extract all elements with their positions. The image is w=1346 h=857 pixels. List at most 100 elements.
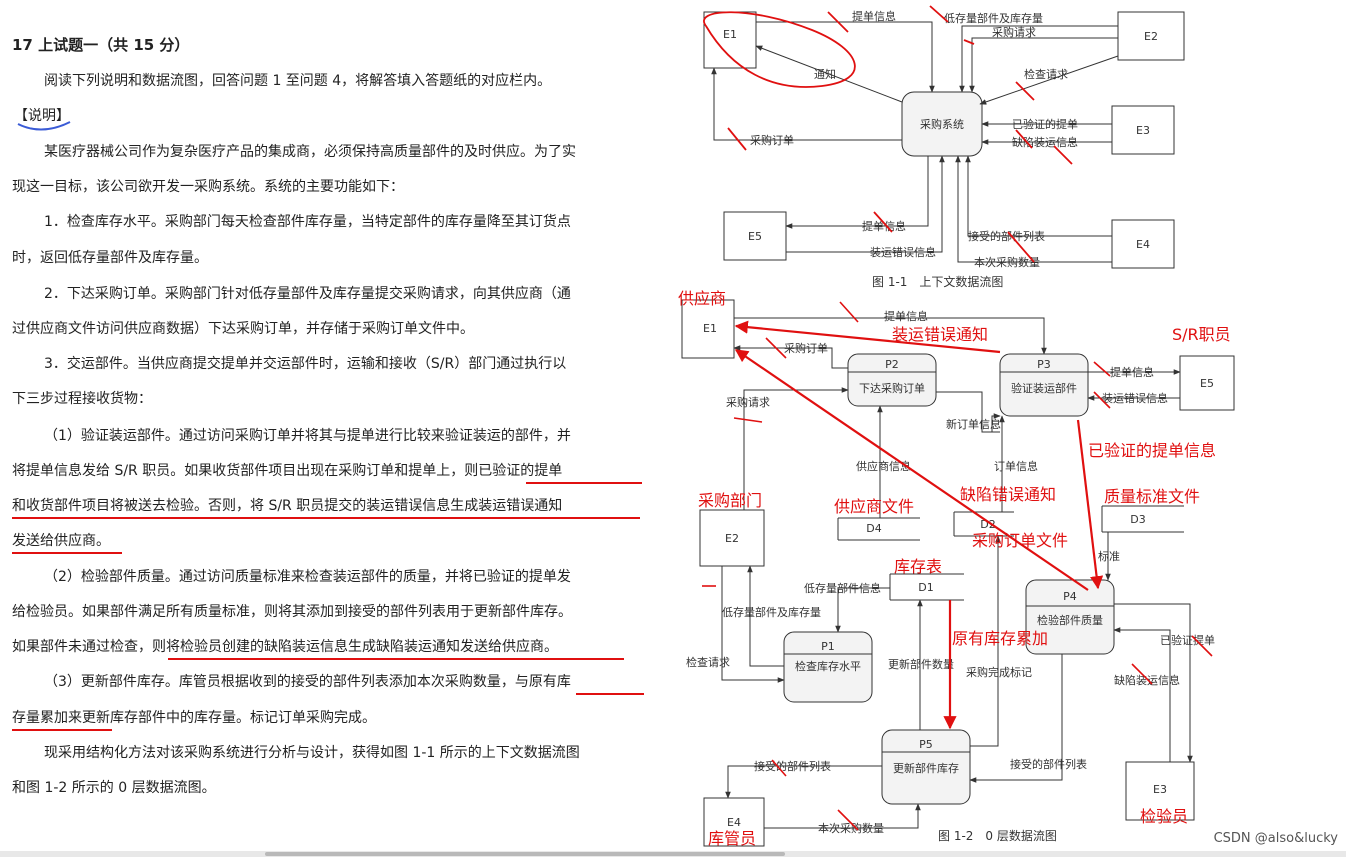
svg-text:P1: P1: [821, 640, 835, 653]
flow-label: 检查请求: [686, 655, 730, 669]
paragraph-line: 给检验员。如果部件满足所有质量标准，则将其添加到接受的部件列表用于更新部件库存。: [12, 604, 572, 620]
paragraph-line: 现采用结构化方法对该采购系统进行分析与设计，获得如图 1-1 所示的上下文数据流…: [44, 745, 580, 761]
process-p3: P3 验证装运部件: [999, 353, 1089, 417]
context-diagram: E1 E2 E3 E5 E4 采购系统 提单信息 低存量部件及库存量 采购请求 …: [702, 8, 1185, 289]
svg-text:检验部件质量: 检验部件质量: [1037, 613, 1103, 627]
flow-label: 更新部件数量: [888, 657, 954, 671]
entity-e1: [681, 299, 735, 359]
red-underline: [576, 693, 644, 695]
store-d3: D3: [1101, 505, 1184, 533]
red-underline: [526, 482, 642, 484]
paragraph-line: 将提单信息发给 S/R 职员。如果收货部件项目出现在采购订单和提单上，则已验证的…: [12, 463, 563, 479]
annotation-warehouse-keeper: 库管员: [708, 829, 756, 848]
flow-label: 采购请求: [992, 25, 1036, 39]
instruction-line: 阅读下列说明和数据流图，回答问题 1 至问题 4，将解答填入答题纸的对应栏内。: [44, 73, 552, 89]
store-d4: D4: [837, 517, 920, 541]
annotation-supplier-file: 供应商文件: [834, 497, 914, 516]
svg-text:更新部件库存: 更新部件库存: [893, 761, 959, 775]
flow-label: 提单信息: [852, 9, 896, 23]
paragraph-line: 如果部件未通过检查，则将检验员创建的缺陷装运信息生成缺陷装运通知发送给供应商。: [12, 639, 558, 655]
flow-label: 装运错误信息: [870, 245, 936, 259]
entity-e4-label: E4: [727, 816, 741, 829]
flow-label: 检查请求: [1024, 67, 1068, 81]
description-underline-mark: [17, 121, 71, 131]
paragraph-line: 存量累加来更新库存部件中的库存量。标记订单采购完成。: [12, 710, 376, 726]
entity-e5-label: E5: [748, 230, 762, 243]
entity-e1: [703, 11, 757, 69]
flow-label: 缺陷装运信息: [1012, 135, 1078, 149]
store-d1: D1: [889, 573, 964, 601]
data-flow-diagrams: E1 E2 E3 E5 E4 采购系统 提单信息 低存量部件及库存量 采购请求 …: [678, 5, 1235, 848]
flow-label: 提单信息: [862, 219, 906, 233]
process-p1: P1 检查库存水平: [783, 631, 873, 703]
scrollbar-thumb[interactable]: [265, 852, 785, 856]
flow-label: 低存量部件及库存量: [944, 11, 1043, 25]
annotation-sr-clerk: S/R职员: [1172, 325, 1231, 344]
annotation-verified-bill: 已验证的提单信息: [1088, 441, 1216, 460]
red-annotation-arrows: [734, 320, 1104, 730]
entity-e2-label: E2: [725, 532, 739, 545]
process-purchase-system-label: 采购系统: [920, 117, 964, 131]
entity-e1-label: E1: [703, 322, 717, 335]
svg-text:D4: D4: [866, 522, 881, 535]
flow-label: 已验证的提单: [1012, 117, 1078, 131]
paragraph-line: 和图 1-2 所示的 0 层数据流图。: [12, 780, 216, 796]
entity-e3-label: E3: [1136, 124, 1150, 137]
flow-label: 接受的部件列表: [968, 229, 1045, 243]
flow-label: 采购订单: [784, 341, 828, 355]
article-text: 17 上试题一（共 15 分） 阅读下列说明和数据流图，回答问题 1 至问题 4…: [0, 0, 662, 857]
flow-label: 标准: [1098, 549, 1120, 563]
annotation-defect-notice: 缺陷错误通知: [960, 485, 1056, 504]
section-label: 【说明】: [14, 108, 70, 124]
store-d2: D2: [953, 511, 1014, 537]
flow-label: 低存量部件信息: [804, 581, 881, 595]
level0-diagram: E1 E5 E2 E3 E4 P2 下达采购订单 P3 验证装运部件 P1 检查…: [681, 299, 1235, 847]
question-title: 17 上试题一（共 15 分）: [12, 36, 190, 54]
paragraph-line: 某医疗器械公司作为复杂医疗产品的集成商，必须保持高质量部件的及时供应。为了实: [44, 144, 576, 160]
flow-label: 采购请求: [726, 395, 770, 409]
flow-label: 订单信息: [994, 459, 1038, 473]
figure-1-1-caption: 图 1-1 上下文数据流图: [872, 274, 1003, 289]
paragraph-line: 发送给供应商。: [12, 533, 110, 549]
handwritten-annotations: 供应商 S/R职员 装运错误通知 已验证的提单信息 采购部门 供应商文件 缺陷错…: [678, 289, 1231, 848]
annotation-po-file: 采购订单文件: [972, 531, 1068, 550]
watermark: CSDN @also&lucky: [1213, 831, 1338, 846]
entity-e3: [1111, 105, 1175, 155]
annotation-inventory-table: 库存表: [894, 557, 942, 576]
flow-label: 接受的部件列表: [754, 759, 831, 773]
paragraph-line: 2．下达采购订单。采购部门针对低存量部件及库存量提交采购请求，向其供应商（通: [44, 286, 571, 302]
flow-label: 装运错误信息: [1102, 391, 1168, 405]
annotation-supplier: 供应商: [678, 289, 726, 308]
red-underline: [12, 517, 640, 519]
svg-text:P5: P5: [919, 738, 933, 751]
annotation-stock-accumulate: 原有库存累加: [952, 629, 1048, 648]
process-p2: P2 下达采购订单: [847, 353, 937, 407]
svg-text:P4: P4: [1063, 590, 1077, 603]
paragraph-line: 和收货部件项目将被送去检验。否则，将 S/R 职员提交的装运错误信息生成装运错误…: [12, 498, 563, 514]
entity-e3-label: E3: [1153, 783, 1167, 796]
flow-label: 已验证提单: [1160, 633, 1215, 647]
process-p4: P4 检验部件质量: [1025, 579, 1115, 655]
entity-e4-label: E4: [1136, 238, 1150, 251]
paragraph-line: 1．检查库存水平。采购部门每天检查部件库存量，当特定部件的库存量降至其订货点: [44, 214, 571, 230]
svg-text:下达采购订单: 下达采购订单: [859, 381, 925, 395]
svg-text:D1: D1: [918, 581, 933, 594]
entity-e2: [699, 509, 765, 567]
red-underline: [168, 658, 624, 660]
annotation-inspector: 检验员: [1140, 807, 1188, 826]
red-pen-marks: [702, 301, 1213, 831]
process-p5: P5 更新部件库存: [881, 729, 971, 805]
red-pen-marks: [703, 5, 1073, 263]
entity-e1-label: E1: [723, 28, 737, 41]
entity-e3: [1125, 761, 1195, 821]
paragraph-line: 现这一目标，该公司欲开发一采购系统。系统的主要功能如下：: [12, 179, 404, 195]
flow-label: 采购完成标记: [966, 665, 1032, 679]
paragraph-line: 下三步过程接收货物：: [12, 391, 152, 407]
annotation-purchasing-dept: 采购部门: [698, 491, 762, 510]
entity-e2: [1117, 11, 1185, 61]
flow-label: 接受的部件列表: [1010, 757, 1087, 771]
entity-e4: [703, 797, 765, 847]
svg-text:D3: D3: [1130, 513, 1145, 526]
svg-text:验证装运部件: 验证装运部件: [1011, 381, 1077, 395]
entity-e2-label: E2: [1144, 30, 1158, 43]
